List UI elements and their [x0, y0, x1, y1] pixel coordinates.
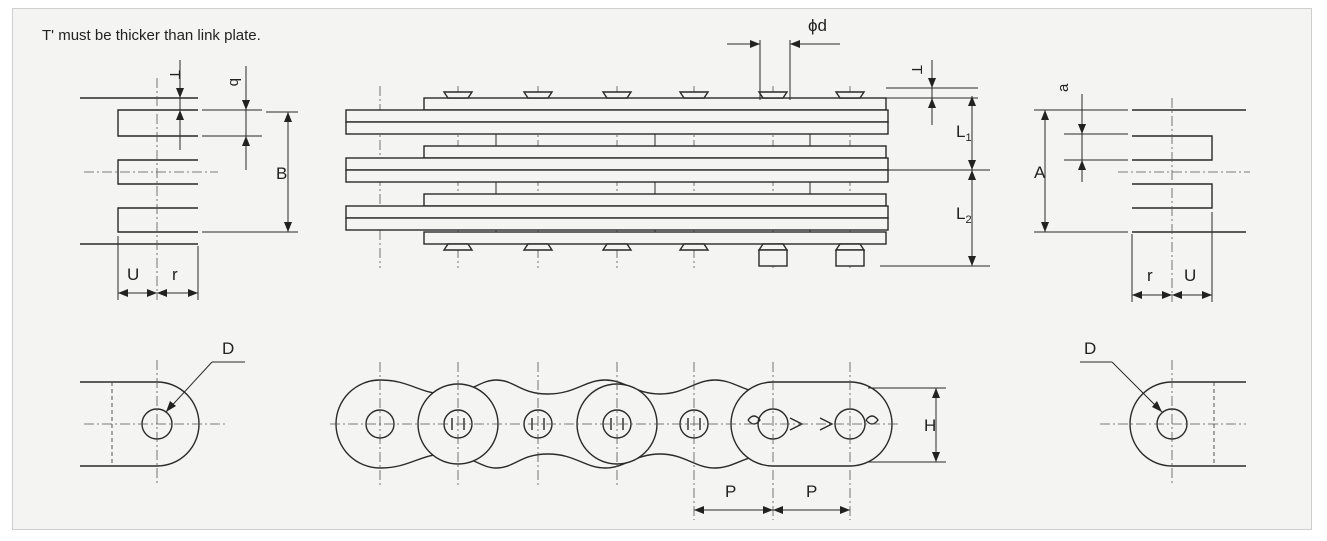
pin-head [678, 91, 710, 99]
pin-head [834, 243, 866, 251]
inner-plate-strip [345, 205, 889, 219]
outer-plate-strip [423, 193, 887, 207]
dim-U-left: U [127, 265, 139, 284]
inner-plate-strip [345, 169, 889, 183]
pin-extension [835, 249, 865, 267]
inner-plate-strip [345, 157, 889, 171]
inner-plate-strip [345, 217, 889, 231]
dim-a: a [1055, 83, 1072, 92]
right-end-view: a A r U [1034, 83, 1250, 302]
chain-side-view: H P P [330, 362, 946, 520]
dim-D-left: D [222, 339, 234, 358]
left-plate-end: D [80, 339, 245, 486]
dim-r-right: r [1147, 266, 1153, 285]
dim-L1: L1 [956, 122, 972, 144]
dim-U-right: U [1184, 266, 1196, 285]
left-end-view: T b B U r [80, 60, 298, 300]
pin-head [442, 243, 474, 251]
outer-plate-strip [423, 231, 887, 245]
dim-P-1: P [725, 482, 736, 501]
pin-head [522, 243, 554, 251]
chain-plan-view: ϕd T L1 L2 [345, 16, 990, 268]
pin-head [522, 91, 554, 99]
inner-plate-strip [345, 109, 889, 123]
drawing-frame [12, 8, 1312, 530]
pin-head [834, 91, 866, 99]
pin-head [757, 91, 789, 99]
pin-head [442, 91, 474, 99]
dim-T-left: T [166, 70, 183, 79]
dim-A: A [1034, 163, 1046, 182]
pin-head [678, 243, 710, 251]
dim-phi-d: ϕd [808, 16, 827, 35]
pin-head [601, 243, 633, 251]
thickness-note: T' must be thicker than link plate. [42, 27, 261, 44]
dim-L2: L2 [956, 204, 972, 226]
dim-b: b [226, 78, 243, 86]
outer-plate-strip [423, 97, 887, 111]
dim-D-right: D [1084, 339, 1096, 358]
dim-H: H [924, 416, 936, 435]
dim-r-left: r [172, 265, 178, 284]
dim-P-2: P [806, 482, 817, 501]
dim-T-right: T [908, 65, 925, 74]
outer-plate-strip [423, 145, 887, 159]
right-plate-end: D [1080, 339, 1246, 486]
dim-B: B [276, 164, 287, 183]
inner-plate-strip [345, 121, 889, 135]
pin-head [601, 91, 633, 99]
pin-head [757, 243, 789, 251]
pin-extension [758, 249, 788, 267]
